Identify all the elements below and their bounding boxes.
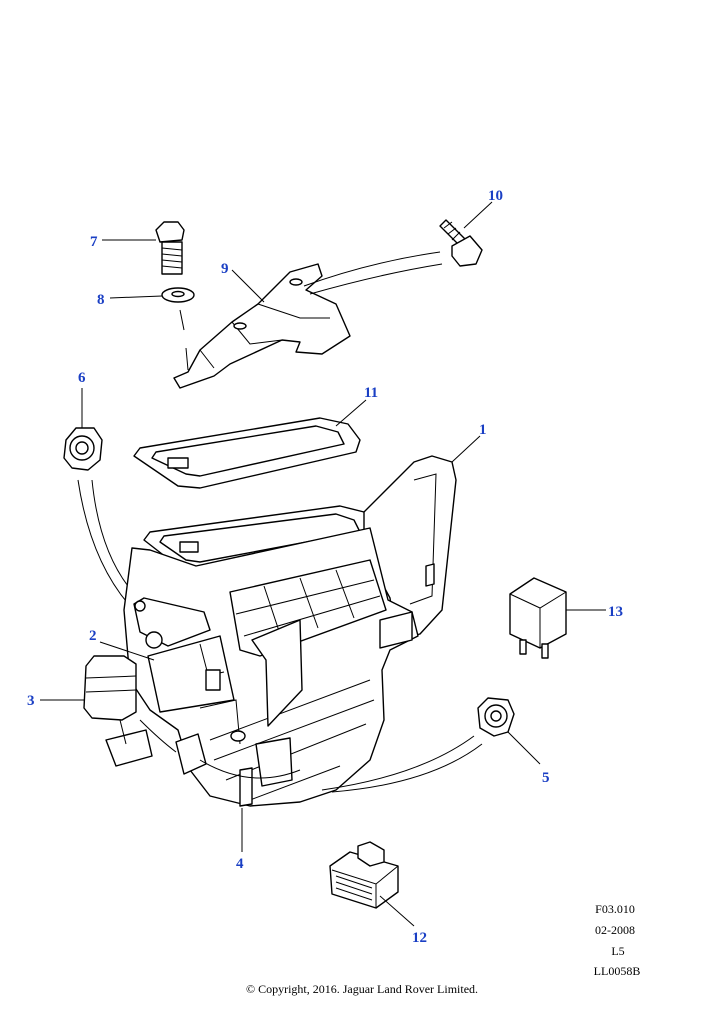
part-11-gasket[interactable]: [133, 417, 361, 489]
callout-1: 1: [479, 422, 487, 438]
callout-10: 10: [488, 188, 503, 204]
part-12-resistor[interactable]: [329, 841, 399, 909]
callout-7: 7: [90, 234, 98, 250]
figure-reference: F03.010: [595, 902, 635, 916]
part-6-nut[interactable]: [63, 427, 103, 471]
callout-8: 8: [97, 292, 105, 308]
drawing-number: LL0058B: [593, 964, 641, 978]
callout-6: 6: [78, 370, 86, 386]
callout-3: 3: [27, 693, 35, 709]
callout-13: 13: [608, 604, 623, 620]
callout-5: 5: [542, 770, 550, 786]
part-1-heater-housing[interactable]: [123, 455, 457, 807]
callout-4: 4: [236, 856, 244, 872]
part-3-blower-motor[interactable]: [83, 655, 207, 775]
part-9-bracket[interactable]: [173, 263, 351, 389]
part-2-actuator[interactable]: [147, 635, 235, 713]
figure-date: 02-2008: [595, 923, 635, 937]
part-7-bolt[interactable]: [155, 221, 185, 275]
part-8-washer[interactable]: [161, 287, 195, 303]
part-5-nut[interactable]: [477, 697, 515, 737]
part-13-relay[interactable]: [509, 577, 567, 659]
part-10-bolt[interactable]: [439, 219, 483, 267]
callout-9: 9: [221, 261, 229, 277]
callout-2: 2: [89, 628, 97, 644]
copyright-notice: © Copyright, 2016. Jaguar Land Rover Lim…: [245, 982, 479, 996]
callout-11: 11: [364, 385, 378, 401]
callout-12: 12: [412, 930, 427, 946]
leader-lines: [40, 201, 606, 927]
figure-level: L5: [611, 944, 625, 958]
